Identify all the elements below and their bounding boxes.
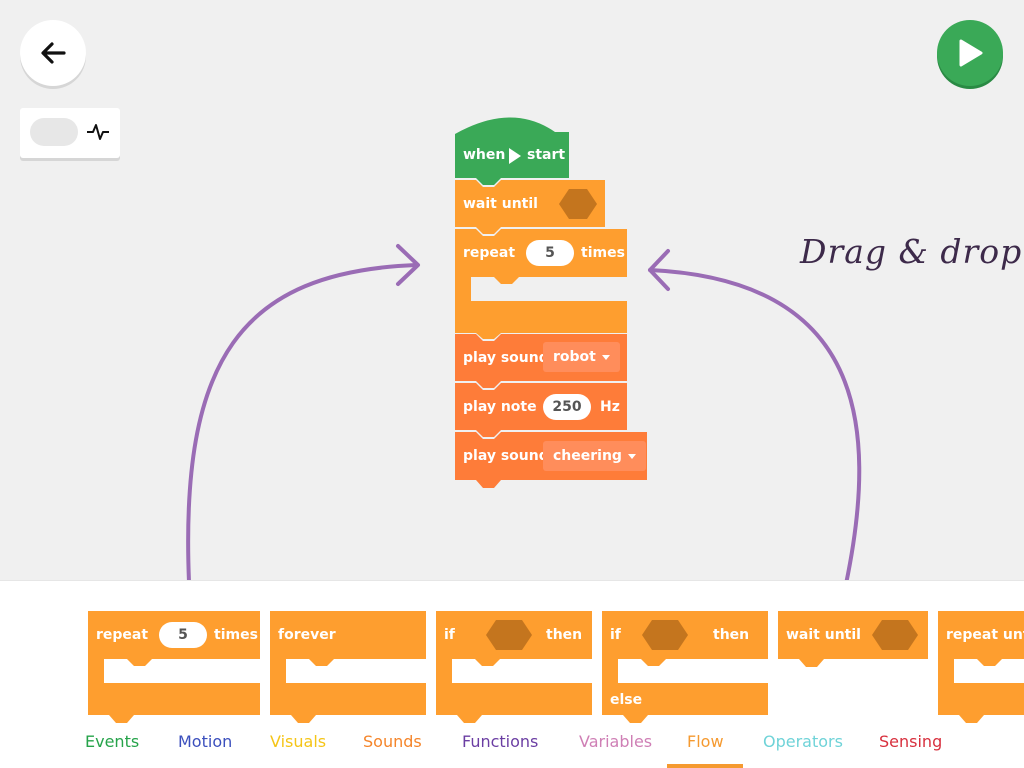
tab-variables[interactable]: Variables	[579, 732, 653, 751]
play-note-block[interactable]: play note 250 Hz	[455, 383, 627, 437]
sound-dropdown[interactable]: robot	[543, 342, 620, 372]
if-label: if	[610, 627, 621, 643]
repeat-block[interactable]: repeat 5 times	[455, 229, 627, 339]
repeat-count-input[interactable]: 5	[526, 240, 574, 266]
repeat-times-label: times	[214, 627, 258, 643]
sensor-toggle-card	[20, 108, 120, 158]
sound-dropdown-value: cheering	[553, 448, 622, 464]
repeat-label: repeat	[463, 245, 516, 261]
condition-slot	[642, 620, 688, 650]
caret-down-icon	[601, 354, 610, 360]
palette-if-then-else-block[interactable]: if then else	[602, 611, 768, 723]
repeat-count-input[interactable]: 5	[159, 622, 207, 648]
tab-events[interactable]: Events	[85, 732, 140, 751]
wait-until-label: wait until	[463, 196, 538, 212]
palette-repeat-until-block[interactable]: repeat until	[938, 611, 1024, 723]
note-frequency-input[interactable]: 250	[543, 394, 591, 420]
sound-dropdown-value: robot	[553, 349, 596, 365]
tab-motion[interactable]: Motion	[178, 732, 233, 751]
palette-wait-until-block[interactable]: wait until	[778, 611, 928, 667]
caret-down-icon	[627, 453, 636, 459]
repeat-label: repeat	[96, 627, 149, 643]
palette-if-then-block[interactable]: if then	[436, 611, 592, 723]
else-label: else	[610, 692, 643, 708]
wait-until-label: wait until	[786, 627, 861, 643]
play-note-label: play note	[463, 399, 537, 415]
condition-slot	[872, 620, 918, 650]
category-tabs: Events Motion Visuals Sounds Functions V…	[0, 722, 1024, 768]
selected-tab-indicator	[667, 764, 743, 768]
palette-forever-block[interactable]: forever	[270, 611, 426, 723]
play-sound-label: play sound	[463, 350, 549, 366]
sound-dropdown[interactable]: cheering	[543, 441, 646, 471]
sensor-toggle[interactable]	[30, 118, 78, 146]
run-button[interactable]	[937, 20, 1003, 86]
left-guide-arrow	[186, 263, 418, 584]
palette-repeat-block[interactable]: repeat 5 times	[88, 611, 260, 723]
play-sound-block[interactable]: play sound cheering	[455, 432, 647, 488]
then-label: then	[546, 627, 583, 643]
drag-drop-hint: Drag & drop	[800, 232, 1023, 271]
start-label: start	[527, 147, 566, 163]
tab-sensing[interactable]: Sensing	[879, 732, 943, 751]
play-icon	[959, 39, 983, 67]
play-sound-block[interactable]: play sound robot	[455, 334, 627, 388]
back-button[interactable]	[20, 20, 86, 86]
arrow-left-icon	[41, 42, 66, 64]
repeat-until-label: repeat until	[946, 627, 1024, 643]
pulse-icon	[87, 124, 109, 140]
if-label: if	[444, 627, 455, 643]
play-sound-label: play sound	[463, 448, 549, 464]
tab-sounds[interactable]: Sounds	[363, 732, 422, 751]
then-label: then	[713, 627, 750, 643]
when-start-block[interactable]: when start	[455, 117, 569, 188]
repeat-times-label: times	[581, 245, 625, 261]
condition-slot	[559, 189, 597, 219]
tab-operators[interactable]: Operators	[763, 732, 843, 751]
start-flag-icon	[509, 148, 521, 164]
tab-functions[interactable]: Functions	[462, 732, 539, 751]
block-palette: repeat 5 times forever if then if then e…	[0, 580, 1024, 768]
tab-flow[interactable]: Flow	[687, 732, 724, 751]
tab-visuals[interactable]: Visuals	[270, 732, 327, 751]
note-unit-label: Hz	[600, 399, 620, 415]
wait-until-block[interactable]: wait until	[455, 180, 605, 234]
when-label: when	[463, 147, 506, 163]
condition-slot	[486, 620, 532, 650]
right-guide-arrow	[648, 268, 862, 586]
forever-label: forever	[278, 627, 336, 643]
